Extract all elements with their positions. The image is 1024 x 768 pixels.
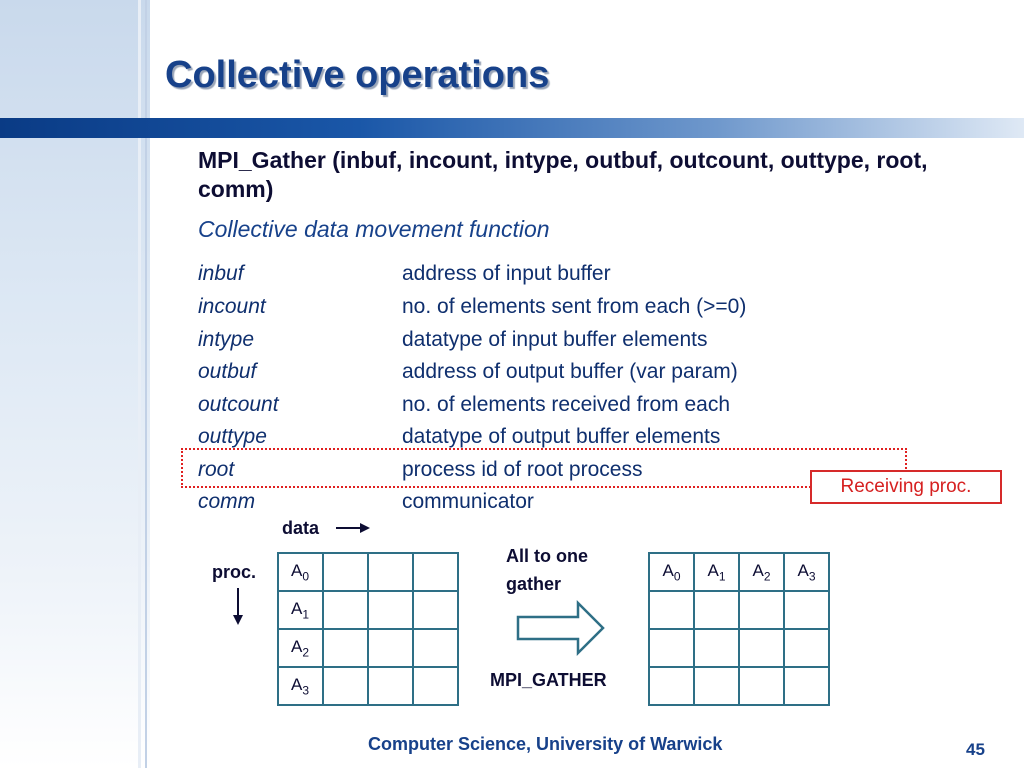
grid-cell-empty (693, 666, 740, 706)
operation-label-line1: All to one (506, 546, 588, 566)
param-name-outcount: outcount (198, 393, 279, 416)
param-name-root: root (198, 458, 235, 481)
param-desc-incount: no. of elements sent from each (>=0) (402, 295, 747, 318)
grid-cell-a3: A3 (277, 666, 324, 706)
grid-cell-empty (322, 666, 369, 706)
param-name-incount: incount (198, 295, 266, 318)
grid-cell-empty (367, 666, 414, 706)
grid-cell-empty (322, 590, 369, 630)
grid-cell-empty (783, 590, 830, 630)
param-name-inbuf: inbuf (198, 262, 244, 285)
param-name-comm: comm (198, 490, 256, 513)
grid-cell-empty (412, 628, 459, 668)
proc-arrow-icon (233, 588, 243, 625)
param-name-outbuf: outbuf (198, 360, 257, 383)
gather-arrow-icon (516, 599, 605, 657)
output-buffer-grid: A0 A1 A2 A3 (648, 552, 830, 706)
grid-cell-empty (693, 628, 740, 668)
grid-row: A0 A1 A2 A3 (648, 552, 830, 592)
grid-cell-a1: A1 (693, 552, 740, 592)
grid-cell-empty (367, 552, 414, 592)
grid-cell-empty (693, 590, 740, 630)
grid-cell-empty (322, 628, 369, 668)
param-name-intype: intype (198, 328, 255, 351)
slide-title: Collective operations (165, 54, 550, 96)
grid-row (648, 666, 830, 706)
receiving-proc-callout: Receiving proc. (810, 470, 1002, 504)
grid-cell-empty (367, 590, 414, 630)
function-description: Collective data movement function (198, 216, 550, 242)
grid-cell-empty (783, 628, 830, 668)
title-underline-bar (0, 118, 1024, 138)
input-buffer-grid: A0 A1 A2 A3 (277, 552, 459, 706)
grid-row (648, 628, 830, 668)
grid-cell-empty (648, 590, 695, 630)
grid-row: A3 (277, 666, 459, 706)
grid-cell-empty (648, 666, 695, 706)
param-desc-outtype: datatype of output buffer elements (402, 425, 721, 448)
function-signature: MPI_Gather (inbuf, incount, intype, outb… (198, 147, 928, 202)
data-arrow-icon (336, 523, 370, 533)
grid-cell-empty (322, 552, 369, 592)
param-desc-outcount: no. of elements received from each (402, 393, 731, 416)
grid-cell-a2: A2 (277, 628, 324, 668)
band-stripe (138, 0, 141, 768)
param-desc-root: process id of root process (402, 458, 643, 481)
footer-institution: Computer Science, University of Warwick (368, 734, 723, 754)
grid-cell-a2: A2 (738, 552, 785, 592)
grid-row (648, 590, 830, 630)
grid-cell-a0: A0 (648, 552, 695, 592)
page-number: 45 (966, 740, 985, 759)
param-desc-comm: communicator (402, 490, 534, 513)
param-desc-inbuf: address of input buffer (402, 262, 611, 285)
grid-cell-empty (738, 590, 785, 630)
grid-cell-empty (648, 628, 695, 668)
grid-cell-a3: A3 (783, 552, 830, 592)
grid-cell-empty (783, 666, 830, 706)
mpi-gather-label: MPI_GATHER (490, 670, 607, 690)
grid-row: A0 (277, 552, 459, 592)
grid-row: A2 (277, 628, 459, 668)
grid-cell-empty (412, 552, 459, 592)
grid-cell-empty (412, 666, 459, 706)
grid-cell-empty (412, 590, 459, 630)
param-desc-intype: datatype of input buffer elements (402, 328, 708, 351)
grid-cell-a0: A0 (277, 552, 324, 592)
grid-cell-empty (738, 628, 785, 668)
grid-cell-empty (367, 628, 414, 668)
grid-row: A1 (277, 590, 459, 630)
operation-label-line2: gather (506, 574, 562, 594)
param-desc-outbuf: address of output buffer (var param) (402, 360, 738, 383)
band-stripe (145, 0, 147, 768)
param-name-outtype: outtype (198, 425, 267, 448)
proc-label: proc. (212, 562, 257, 582)
data-label: data (282, 518, 320, 538)
grid-cell-a1: A1 (277, 590, 324, 630)
root-highlight-box (181, 448, 907, 488)
grid-cell-empty (738, 666, 785, 706)
